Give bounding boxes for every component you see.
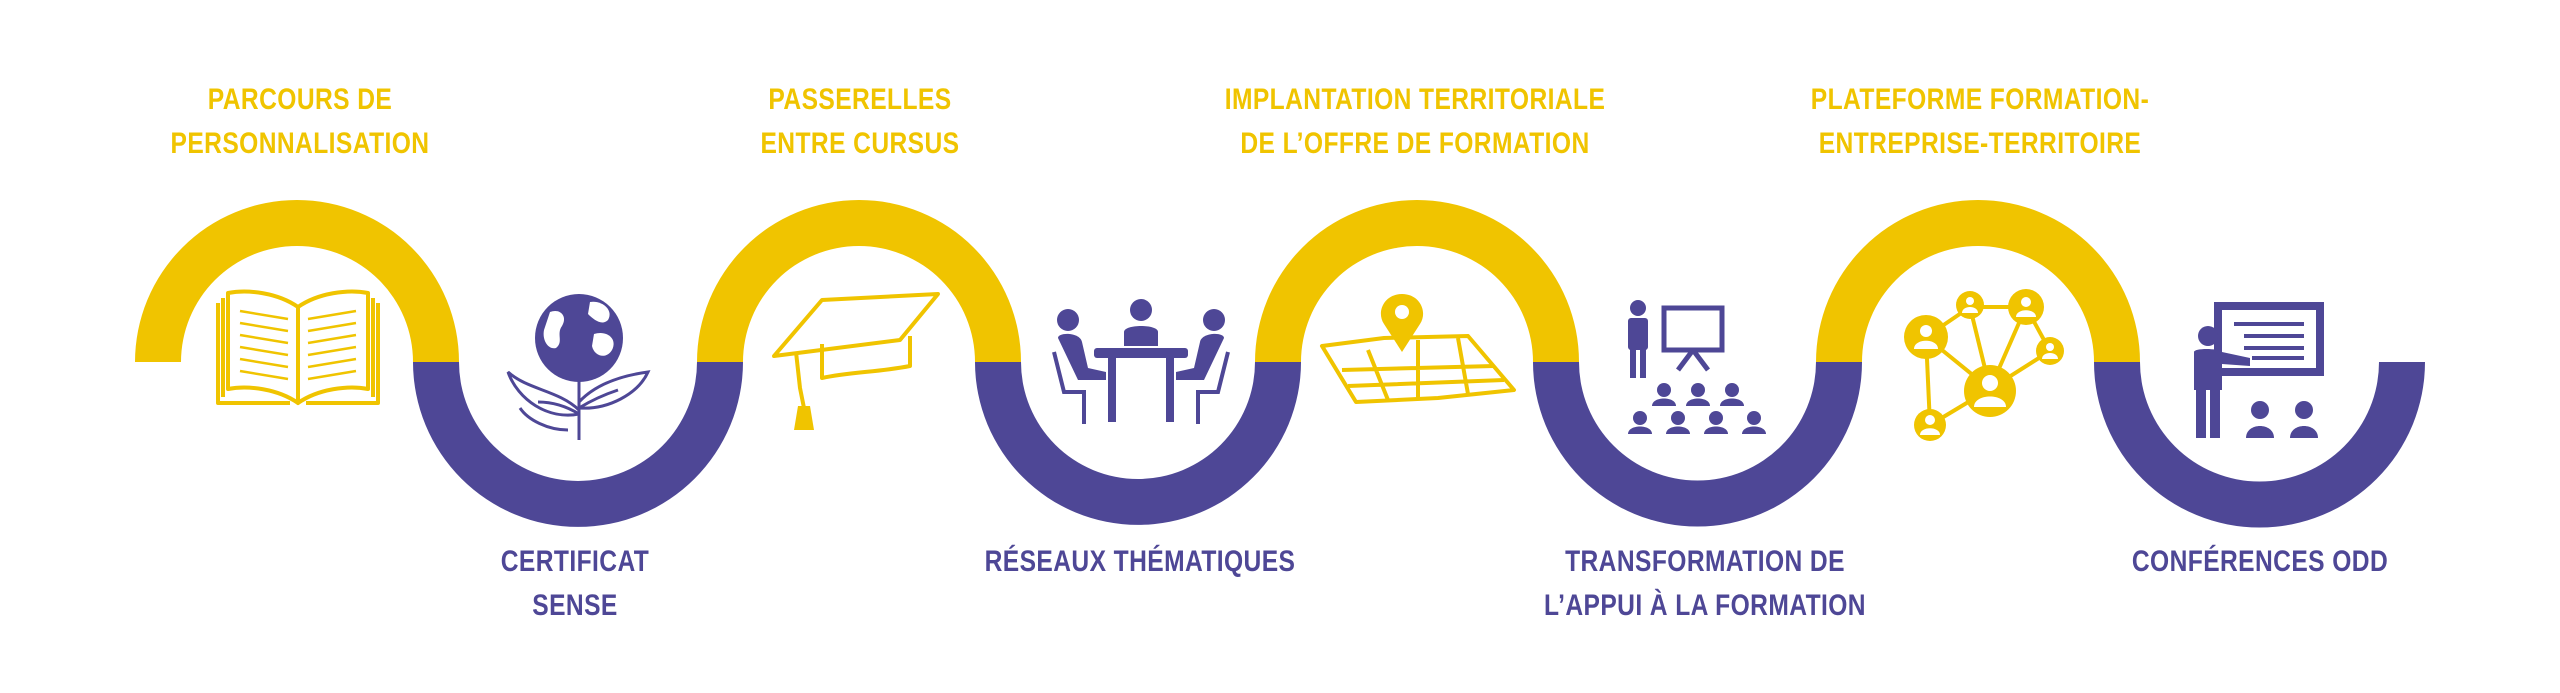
step-label-8-line-1: CONFÉRENCES ODD [2131, 545, 2389, 578]
step-label-1-line-2: PERSONNALISATION [170, 127, 430, 160]
step-label-6-line-2: L’APPUI À LA FORMATION [1544, 589, 1866, 622]
step-label-4: RÉSEAUX THÉMATIQUES [976, 540, 1304, 584]
teacher-board-icon [2194, 302, 2324, 438]
step-label-3: PASSERELLES ENTRE CURSUS [737, 78, 983, 166]
arch-bottom-2 [975, 362, 1301, 525]
step-label-6: TRANSFORMATION DE L’APPUI À LA FORMATION [1525, 540, 1886, 628]
arch-top-4 [1816, 200, 2140, 362]
step-label-3-line-2: ENTRE CURSUS [760, 127, 960, 160]
step-label-5: IMPLANTATION TERRITORIALE DE L’OFFRE DE … [1222, 78, 1607, 166]
network-people-icon [1904, 289, 2064, 441]
step-label-2-line-1: CERTIFICAT [500, 545, 650, 578]
globe-plant-icon [506, 294, 651, 440]
meeting-table-icon [1052, 299, 1230, 424]
step-label-7-line-2: ENTREPRISE-TERRITOIRE [1818, 127, 2142, 160]
arch-top-3 [1255, 200, 1579, 362]
step-label-5-line-1: IMPLANTATION TERRITORIALE [1224, 83, 1606, 116]
step-label-1-line-1: PARCOURS DE [207, 83, 393, 116]
step-label-3-line-1: PASSERELLES [768, 83, 952, 116]
step-label-6-line-1: TRANSFORMATION DE [1565, 545, 1845, 578]
step-label-7: PLATEFORME FORMATION- ENTREPRISE-TERRITO… [1808, 78, 2152, 166]
step-label-1: PARCOURS DE PERSONNALISATION [169, 78, 431, 166]
arch-top-1 [135, 200, 459, 362]
step-label-2-line-2: SENSE [532, 589, 618, 622]
arch-bottom-1 [413, 362, 743, 527]
arch-top-2 [697, 200, 1021, 362]
presentation-audience-icon [1628, 300, 1766, 434]
step-label-2: CERTIFICAT SENSE [452, 540, 698, 628]
open-book-icon [216, 289, 380, 405]
map-pin-icon [1320, 294, 1516, 404]
arch-bottom-4 [2094, 362, 2425, 528]
step-label-4-line-1: RÉSEAUX THÉMATIQUES [984, 545, 1296, 578]
step-label-8: CONFÉRENCES ODD [2112, 540, 2407, 584]
step-label-5-line-2: DE L’OFFRE DE FORMATION [1240, 127, 1590, 160]
graduation-cap-icon [772, 292, 940, 430]
step-label-7-line-1: PLATEFORME FORMATION- [1810, 83, 2150, 116]
arch-bottom-3 [1533, 362, 1862, 527]
